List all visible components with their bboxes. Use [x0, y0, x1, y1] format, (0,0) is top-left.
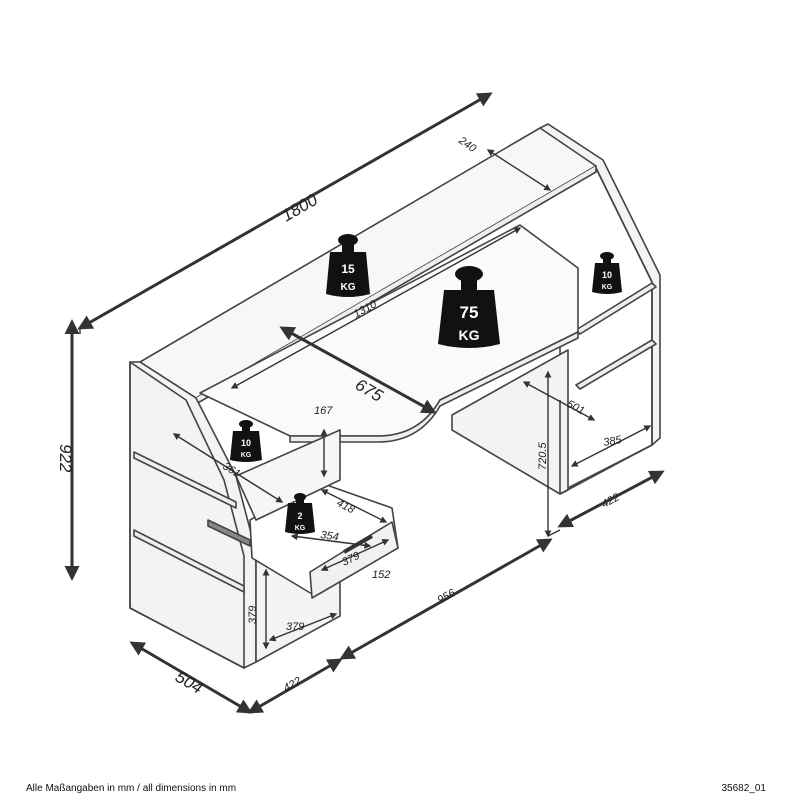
dim-line-right-unit: [557, 470, 665, 528]
weight-desk-value: 75: [460, 303, 479, 322]
label-drawer-height: 152: [372, 569, 390, 581]
weight-right-shelf-value: 10: [602, 270, 612, 280]
dim-line-drawer-depth: [320, 539, 390, 571]
weight-shelf-value: 15: [341, 262, 355, 276]
dimensions-note: Alle Maßangaben in mm / all dimensions i…: [26, 783, 237, 794]
label-compartment-depth: 379: [286, 621, 304, 633]
right-shelf-lower: [575, 339, 657, 390]
weight-right-shelf-unit: KG: [602, 284, 613, 291]
weight-left-shelf-unit: KG: [241, 452, 252, 459]
label-compartment-height: 379: [247, 606, 259, 624]
drawer-rail: [207, 519, 251, 547]
dim-line-middle: [339, 538, 553, 660]
dim-line-left-unit: [247, 658, 343, 714]
weight-icon-drawer: 2 KG: [285, 493, 315, 534]
dim-line-compartment-depth: [268, 612, 338, 642]
label-shelf-depth: 240: [455, 134, 478, 155]
left-shelf-lower: [133, 529, 245, 593]
desk-outline: [129, 123, 661, 669]
weight-desk-unit: KG: [459, 327, 480, 343]
weight-shelf-unit: KG: [341, 282, 356, 293]
weight-drawer-value: 2: [297, 511, 302, 521]
label-height: 922: [56, 444, 75, 473]
label-left-unit: 422: [282, 675, 304, 695]
weight-icon-left-shelf: 10 KG: [230, 420, 262, 462]
dim-line-left-side: [172, 433, 284, 503]
dim-line-depth-left: [129, 641, 253, 714]
label-middle: 956: [436, 587, 459, 607]
weight-drawer-unit: KG: [295, 525, 306, 532]
label-overall-depth: 504: [172, 667, 206, 698]
dim-line-right-inner: [570, 425, 652, 467]
weight-icon-right-shelf: 10 KG: [592, 252, 622, 294]
label-drawer-inner: 354: [320, 529, 340, 543]
dim-line-total-width: [77, 92, 493, 330]
dim-line-right-shelf: [522, 381, 596, 421]
dim-line-shelf-depth: [486, 149, 552, 191]
article-number: 35682_01: [721, 783, 767, 794]
label-leg-height: 720.5: [537, 442, 549, 470]
dim-line-drawer-width: [320, 489, 388, 523]
weight-icon-desk: 75 KG: [438, 266, 500, 348]
dim-line-inner-width: [230, 227, 522, 389]
label-right-inner: 385: [602, 434, 623, 449]
label-drawer-front: 167: [314, 405, 333, 417]
weight-left-shelf-value: 10: [241, 438, 251, 448]
weight-icon-shelf: 15 KG: [326, 234, 370, 297]
